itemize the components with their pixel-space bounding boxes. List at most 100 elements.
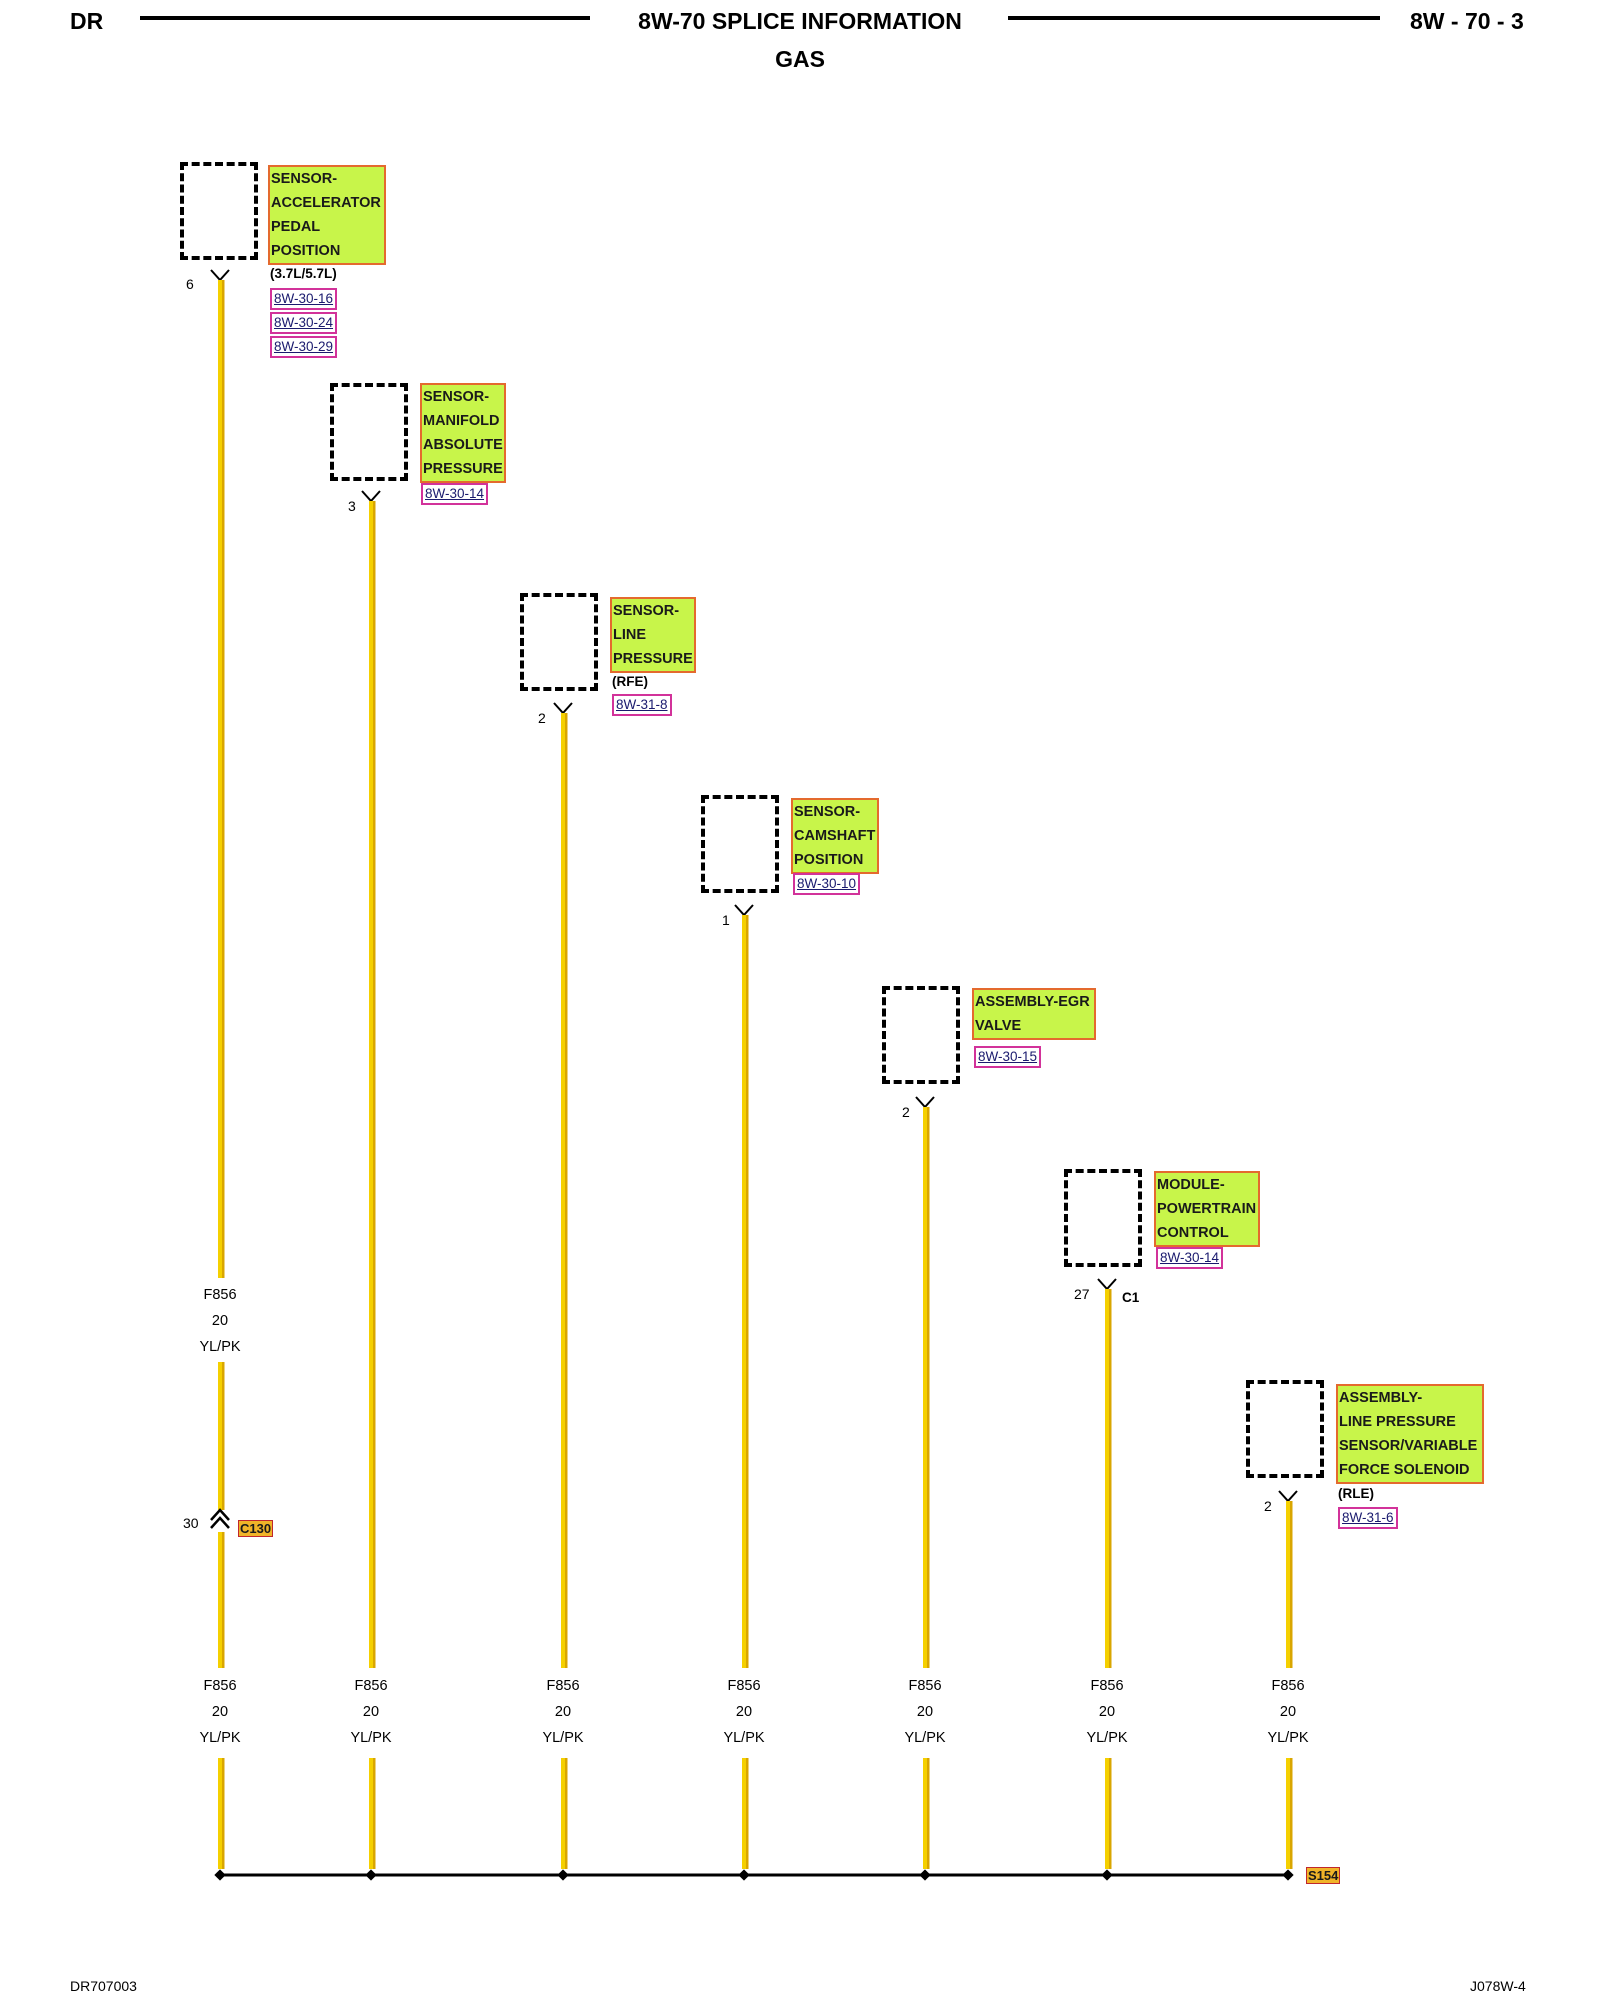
component-label-line: PEDAL (271, 219, 321, 235)
pin-number-3: 2 (538, 710, 546, 726)
wire-label-upper: F856 20 YL/PK (175, 1282, 265, 1360)
page-reference-link[interactable]: 8W-31-8 (612, 694, 672, 716)
wire-circuit: F856 (546, 1678, 580, 1694)
component-label-line: ASSEMBLY-EGR (975, 994, 1090, 1010)
component-label-line: FORCE SOLENOID (1339, 1462, 1470, 1478)
wire-label-lower: F856 20 YL/PK (1062, 1673, 1152, 1751)
pin-number-7: 2 (1264, 1498, 1272, 1514)
component-label-line: SENSOR- (423, 389, 490, 405)
inline-connector-pin: 30 (183, 1515, 199, 1531)
wire-color: YL/PK (350, 1730, 392, 1746)
connector-label-c1: C1 (1122, 1290, 1140, 1305)
wire-gauge: 20 (554, 1704, 572, 1720)
component-outline-5 (882, 986, 960, 1084)
component-label-line: SENSOR- (271, 171, 338, 187)
terminal-icon (210, 269, 230, 282)
wire-label-lower: F856 20 YL/PK (326, 1673, 416, 1751)
wire-gauge: 20 (362, 1704, 380, 1720)
wire-gauge: 20 (1098, 1704, 1116, 1720)
component-label-line: POSITION (794, 852, 864, 868)
wire-color: YL/PK (904, 1730, 946, 1746)
wire-gauge: 20 (211, 1704, 229, 1720)
component-outline-4 (701, 795, 779, 893)
component-label-6[interactable]: MODULE- POWERTRAIN CONTROL (1154, 1171, 1260, 1247)
component-label-line: ACCELERATOR (271, 195, 381, 211)
wire-label-lower: F856 20 YL/PK (699, 1673, 789, 1751)
component-label-3[interactable]: SENSOR- LINE PRESSURE (610, 597, 696, 673)
component-label-line: POSITION (271, 243, 341, 259)
page-reference-link[interactable]: 8W-30-16 (270, 288, 338, 310)
wire-circuit: F856 (727, 1678, 761, 1694)
component-label-line: CONTROL (1157, 1225, 1229, 1241)
component-label-line: CAMSHAFT (794, 828, 876, 844)
component-label-line: SENSOR- (794, 804, 861, 820)
component-label-line: PRESSURE (613, 651, 693, 667)
header-rule-left (140, 16, 590, 20)
wire-gauge: 20 (211, 1313, 229, 1329)
splice-node-icon (738, 1869, 750, 1881)
component-label-line: SENSOR/VARIABLE (1339, 1438, 1478, 1454)
page-title: 8W-70 SPLICE INFORMATION (638, 8, 962, 34)
pin-number-4: 1 (722, 912, 730, 928)
page-reference-link[interactable]: 8W-30-24 (270, 312, 338, 334)
page-reference-link[interactable]: 8W-30-14 (1156, 1247, 1224, 1269)
component-label-5[interactable]: ASSEMBLY-EGR VALVE (972, 988, 1096, 1040)
wire-label-lower: F856 20 YL/PK (1243, 1673, 1333, 1751)
splice-node-icon (1101, 1869, 1113, 1881)
component-label-line: MANIFOLD (423, 413, 500, 429)
component-outline-3 (520, 593, 598, 691)
component-label-line: LINE PRESSURE (1339, 1414, 1456, 1430)
inline-connector-tag[interactable]: C130 (238, 1520, 274, 1537)
splice-tag[interactable]: S154 (1306, 1867, 1341, 1884)
splice-node-icon (919, 1869, 931, 1881)
component-note-3: (RFE) (612, 674, 648, 689)
page-reference-link[interactable]: 8W-30-29 (270, 336, 338, 358)
component-outline-7 (1246, 1380, 1324, 1478)
component-outline-2 (330, 383, 408, 481)
splice-node-icon (365, 1869, 377, 1881)
wire-circuit: F856 (1090, 1678, 1124, 1694)
wire-color: YL/PK (723, 1730, 765, 1746)
component-label-7[interactable]: ASSEMBLY- LINE PRESSURE SENSOR/VARIABLE … (1336, 1384, 1484, 1484)
page-reference-link[interactable]: 8W-31-6 (1338, 1507, 1398, 1529)
component-label-line: POWERTRAIN (1157, 1201, 1257, 1217)
component-label-line: VALVE (975, 1018, 1022, 1034)
footer-right-code: J078W-4 (1470, 1978, 1526, 1994)
wire-gauge: 20 (735, 1704, 753, 1720)
wire-color: YL/PK (542, 1730, 584, 1746)
pin-number-5: 2 (902, 1104, 910, 1120)
wire-color: YL/PK (1086, 1730, 1128, 1746)
component-label-line: ABSOLUTE (423, 437, 503, 453)
wire-color: YL/PK (1267, 1730, 1309, 1746)
header-rule-right (1008, 16, 1380, 20)
pin-number-1: 6 (186, 276, 194, 292)
connector-chevron-icon (210, 1508, 230, 1521)
connector-chevron-icon (210, 1516, 230, 1529)
page-reference-link[interactable]: 8W-30-15 (974, 1046, 1042, 1068)
component-label-line: LINE (613, 627, 647, 643)
wire-circuit: F856 (1271, 1678, 1305, 1694)
component-label-4[interactable]: SENSOR- CAMSHAFT POSITION (791, 798, 879, 874)
terminal-icon (1097, 1278, 1117, 1291)
component-label-line: MODULE- (1157, 1177, 1225, 1193)
wire-circuit: F856 (908, 1678, 942, 1694)
wire-circuit: F856 (203, 1678, 237, 1694)
wire-label-lower: F856 20 YL/PK (880, 1673, 970, 1751)
wire-label-lower: F856 20 YL/PK (175, 1673, 265, 1751)
component-outline-6 (1064, 1169, 1142, 1267)
page-reference-link[interactable]: 8W-30-14 (421, 483, 489, 505)
component-label-line: PRESSURE (423, 461, 503, 477)
component-label-2[interactable]: SENSOR- MANIFOLD ABSOLUTE PRESSURE (420, 383, 506, 483)
component-label-1[interactable]: SENSOR- ACCELERATOR PEDAL POSITION (268, 165, 386, 265)
page-number: 8W - 70 - 3 (1410, 8, 1524, 34)
component-note-1: (3.7L/5.7L) (270, 266, 337, 281)
terminal-icon (1278, 1490, 1298, 1503)
pin-number-2: 3 (348, 498, 356, 514)
page-reference-link[interactable]: 8W-30-10 (793, 873, 861, 895)
splice-node-icon (557, 1869, 569, 1881)
wire-circuit: F856 (203, 1287, 237, 1303)
page-subtitle: GAS (775, 46, 825, 72)
terminal-icon (553, 702, 573, 715)
component-label-line: ASSEMBLY- (1339, 1390, 1423, 1406)
component-outline-1 (180, 162, 258, 260)
